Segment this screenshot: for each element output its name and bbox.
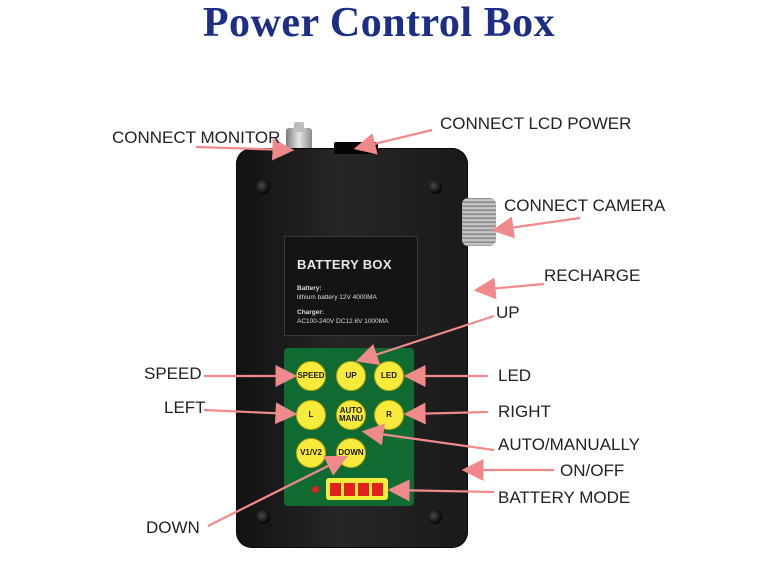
arrow-recharge bbox=[473, 277, 545, 300]
v1v2-key[interactable]: V1/V2 bbox=[296, 438, 326, 468]
panel-title: BATTERY BOX bbox=[297, 257, 392, 272]
arrow-left bbox=[203, 402, 298, 425]
battery-label: Battery: bbox=[297, 285, 322, 292]
camera-connector bbox=[462, 198, 496, 246]
screw-icon bbox=[256, 510, 270, 524]
battery-indicator-led bbox=[312, 486, 319, 493]
auto-key-line1: AUTO bbox=[339, 406, 363, 415]
callout-battery-mode: BATTERY MODE bbox=[498, 488, 631, 507]
arrow-auto-manually bbox=[361, 423, 495, 452]
charger-value: AC100-240V DC12.6V 1000MA bbox=[297, 318, 389, 325]
screw-icon bbox=[428, 510, 442, 524]
arrow-down bbox=[207, 456, 348, 527]
callout-led: LED bbox=[498, 366, 532, 385]
speed-key[interactable]: SPEED bbox=[296, 361, 326, 391]
battery-level-bar bbox=[326, 478, 388, 500]
arrow-lcd-power bbox=[353, 128, 433, 155]
screw-icon bbox=[428, 180, 442, 194]
battery-cell bbox=[330, 482, 341, 496]
callout-connect-monitor: CONNECT MONITOR bbox=[112, 128, 281, 147]
auto-manu-key[interactable]: AUTO MANU bbox=[336, 400, 366, 430]
charger-label: Charger: bbox=[297, 309, 325, 316]
battery-cell bbox=[344, 482, 355, 496]
up-key[interactable]: UP bbox=[336, 361, 366, 391]
page-title: Power Control Box bbox=[202, 0, 556, 46]
battery-value: lithium battery 12V 4000MA bbox=[297, 294, 377, 301]
callout-connect-lcd-power: CONNECT LCD POWER bbox=[440, 114, 632, 133]
battery-cell bbox=[358, 482, 369, 496]
callout-auto-manually: AUTO/MANUALLY bbox=[498, 435, 641, 454]
arrow-camera bbox=[491, 216, 581, 239]
arrow-right bbox=[403, 402, 489, 425]
callout-right: RIGHT bbox=[498, 402, 551, 421]
callout-recharge: RECHARGE bbox=[544, 266, 641, 285]
led-key[interactable]: LED bbox=[374, 361, 404, 391]
auto-key-line2: MANU bbox=[339, 414, 363, 423]
arrow-battery-mode bbox=[387, 479, 495, 502]
left-key[interactable]: L bbox=[296, 400, 326, 430]
arrow-up bbox=[355, 314, 495, 365]
battery-box-label: BATTERY BOX Battery: lithium battery 12V… bbox=[284, 236, 418, 336]
callout-up: UP bbox=[496, 303, 520, 322]
callout-left: LEFT bbox=[164, 398, 206, 417]
callout-on-off: ON/OFF bbox=[560, 461, 625, 480]
callout-speed: SPEED bbox=[144, 364, 202, 383]
callout-down: DOWN bbox=[146, 518, 200, 537]
screw-icon bbox=[256, 180, 270, 194]
battery-cell bbox=[372, 482, 383, 496]
arrow-connect-monitor bbox=[195, 138, 295, 161]
callout-connect-camera: CONNECT CAMERA bbox=[504, 196, 666, 215]
